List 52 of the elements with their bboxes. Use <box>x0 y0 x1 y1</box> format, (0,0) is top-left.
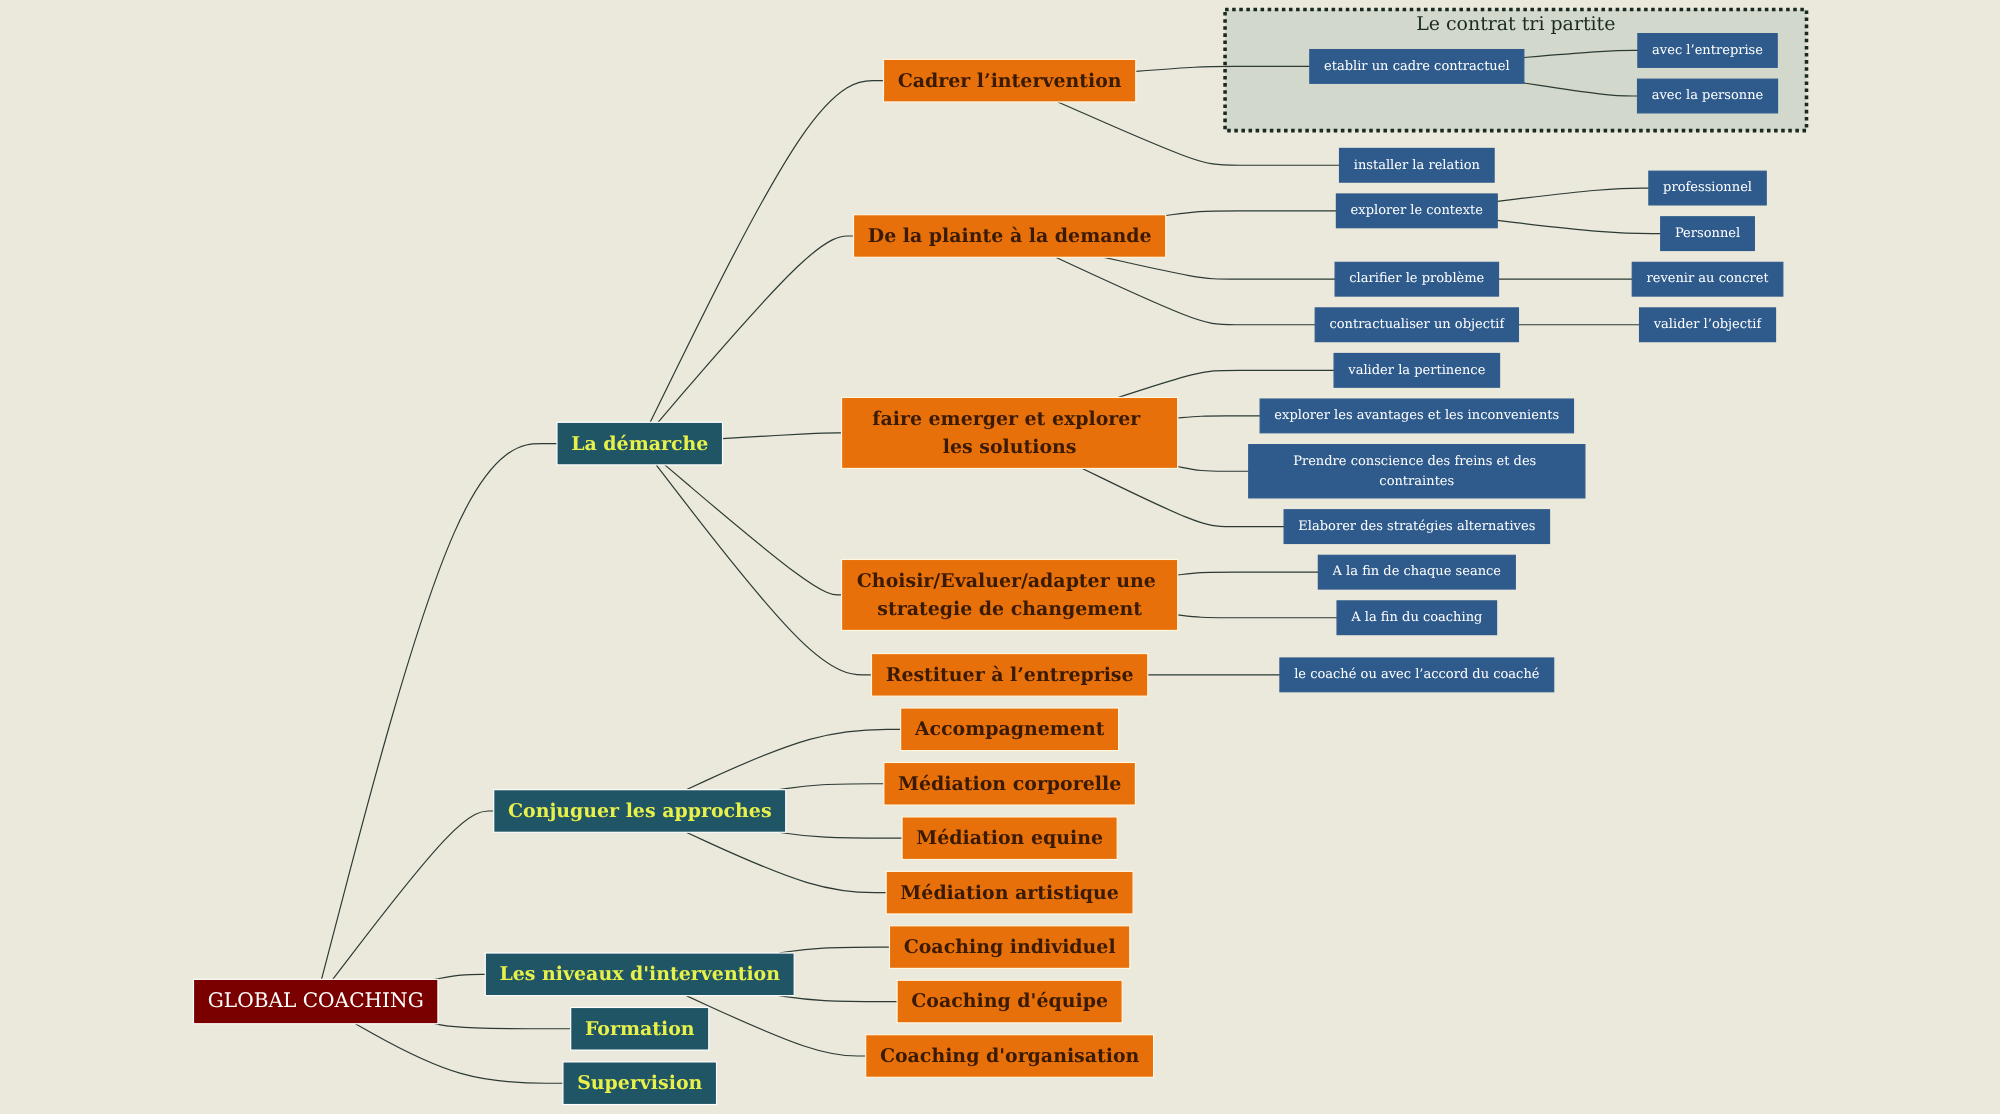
connector <box>434 973 486 980</box>
connector <box>1496 219 1662 235</box>
connector <box>320 443 558 980</box>
node-box: Coaching d'équipe <box>896 979 1123 1024</box>
node-box: Médiation equine <box>901 816 1118 861</box>
node-box: Coaching d'organisation <box>865 1034 1155 1078</box>
connector <box>1496 187 1650 202</box>
node-box: Cadrer l’intervention <box>882 58 1137 103</box>
connector <box>1497 278 1633 280</box>
node-box: Formation <box>570 1006 710 1051</box>
connector <box>685 995 867 1057</box>
connector <box>778 831 903 839</box>
connector <box>1517 324 1641 326</box>
node-box: Accompagnement <box>900 707 1120 752</box>
node-box: faire emerger et explorer les solutions <box>840 396 1179 470</box>
connector <box>721 432 843 440</box>
connector <box>1055 256 1316 326</box>
connector <box>664 464 843 596</box>
connector <box>649 80 885 423</box>
connector <box>434 1023 572 1030</box>
connector <box>332 810 495 980</box>
node-box: La démarche <box>556 421 724 466</box>
connector <box>1103 256 1336 280</box>
node-box: Médiation corporelle <box>883 761 1136 806</box>
connector <box>1057 101 1341 166</box>
connector <box>1165 210 1337 217</box>
node-box: De la plainte à la demande <box>852 214 1167 258</box>
connector <box>1081 467 1285 528</box>
connector <box>1523 82 1639 97</box>
connector <box>685 831 887 894</box>
node-box: GLOBAL COACHING <box>192 978 439 1025</box>
connector <box>1117 369 1335 398</box>
connector <box>1177 465 1250 472</box>
node-box: Supervision <box>562 1061 718 1106</box>
node-box: Choisir/Evaluer/adapter une strategie de changement <box>840 558 1179 632</box>
node-box: Restituer à l’entreprise <box>870 652 1149 697</box>
connector <box>778 995 898 1003</box>
connector <box>655 464 873 676</box>
connector <box>1135 65 1311 72</box>
connector <box>1147 674 1281 676</box>
connector <box>657 235 855 423</box>
connector <box>1523 49 1639 59</box>
connector <box>685 728 902 791</box>
node-box: Les niveaux d'intervention <box>484 952 795 997</box>
connector <box>1177 614 1338 619</box>
node-box: Coaching individuel <box>888 925 1131 969</box>
connector <box>1177 571 1319 576</box>
connector <box>778 783 885 791</box>
node-box: Conjuguer les approches <box>493 789 787 833</box>
connector <box>354 1023 564 1084</box>
node-box: Médiation artistique <box>885 870 1134 915</box>
connector <box>1177 415 1261 419</box>
